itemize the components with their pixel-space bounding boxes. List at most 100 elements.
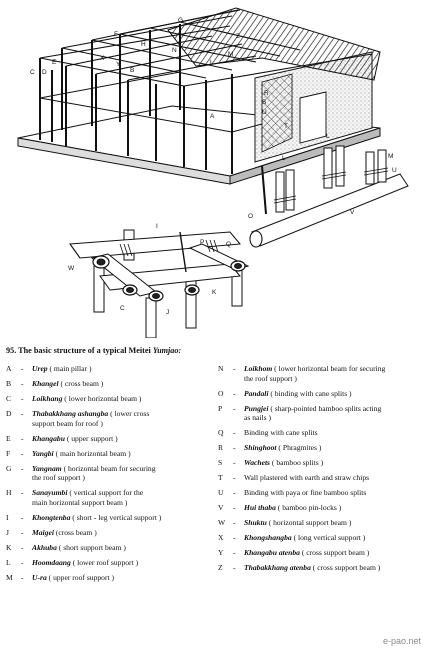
label-k: K — [212, 289, 217, 296]
legend-key: W — [218, 518, 226, 528]
legend-term: Hoomdaang — [32, 557, 71, 567]
legend-dash: - — [21, 488, 24, 498]
legend-dash: - — [21, 542, 24, 552]
legend-key: Y — [218, 548, 224, 558]
legend-text: Pungjei ( sharp-pointed bamboo splits ac… — [244, 403, 382, 413]
legend-text: Khangabu atenba ( cross support beam ) — [244, 548, 370, 558]
label-n: N — [172, 47, 177, 54]
legend-dash: - — [233, 388, 236, 398]
legend-text: Yangbi ( main horizontal beam ) — [32, 448, 131, 458]
legend-text: Binding with paya or fine bamboo splits — [244, 488, 367, 498]
legend-dash: - — [233, 364, 236, 373]
legend-term: U-ra — [32, 572, 47, 582]
legend-dash: - — [233, 518, 236, 528]
label-u-roof: U — [392, 167, 397, 174]
label-x: X — [100, 55, 105, 62]
roof-joint-detail — [249, 145, 409, 248]
legend-key: Q — [218, 428, 224, 438]
legend-text: Sanayumbi ( vertical support for the — [32, 488, 144, 498]
legend-text: Wachets ( bamboo splits ) — [244, 458, 324, 468]
label-s: S — [262, 99, 267, 106]
legend-key: T — [218, 473, 223, 483]
door-opening — [299, 91, 327, 144]
joint-detail — [69, 229, 250, 338]
legend-term: Urep — [32, 364, 48, 373]
legend-dash: - — [21, 394, 24, 403]
legend-key: G — [6, 463, 12, 473]
legend-text: Yangnam ( horizontal beam for securing — [32, 463, 156, 473]
legend-text: Thabakkhang atenba ( cross support beam … — [244, 563, 381, 573]
joint-labels: I P Q W C J K — [68, 223, 231, 316]
label-j: J — [166, 309, 169, 316]
legend-text: the roof support ) — [244, 373, 297, 383]
roof-joint-labels: L L M U O V — [248, 133, 397, 220]
legend-dash: - — [21, 527, 24, 537]
label-m: M — [228, 51, 233, 58]
legend-text: Pandali ( binding with cane splits ) — [244, 388, 352, 398]
legend-key: B — [6, 379, 12, 388]
legend-text: Maigei (cross beam ) — [32, 527, 97, 537]
label-b: B — [130, 67, 134, 74]
legend-dash: - — [233, 563, 236, 573]
legend-key: U — [218, 488, 224, 498]
label-g: G — [178, 17, 183, 24]
legend-key: D — [6, 409, 12, 418]
legend-dash: - — [233, 548, 236, 558]
legend-text: Binding with cane splits — [244, 428, 318, 438]
legend-term: Loikhom — [244, 364, 273, 373]
legend-key: A — [6, 364, 12, 373]
legend-text: Hui thaba ( bamboo pin-locks ) — [244, 503, 342, 513]
legend-text: Khangabu ( upper support ) — [32, 433, 118, 443]
label-q: Q — [226, 241, 231, 248]
caption-number: 95. — [6, 346, 17, 355]
legend-dash: - — [233, 488, 236, 498]
legend-key: H — [6, 488, 12, 498]
legend-term: Khangel — [32, 379, 59, 388]
legend-term: Yangbi — [32, 448, 54, 458]
legend-key: R — [218, 443, 224, 453]
figure-caption: 95. The basic structure of a typical Mei… — [6, 346, 416, 355]
legend-term: Sanayumbi — [32, 488, 68, 498]
caption-text: The basic structure of a typical Meitei — [18, 346, 151, 355]
legend-dash: - — [233, 458, 236, 468]
legend-text: Shinghoot ( Phragmites ) — [244, 443, 322, 453]
legend-dash: - — [233, 503, 236, 513]
legend-term: Khangabu atenba — [244, 548, 300, 558]
legend-dash: - — [21, 557, 24, 567]
legend-text: U-ra ( upper roof support ) — [32, 572, 115, 582]
label-d: D — [42, 69, 47, 76]
label-u: U — [262, 109, 267, 116]
legend-text: Akhuba ( short support beam ) — [32, 542, 126, 552]
legend-key: J — [6, 527, 9, 537]
label-c-detail: C — [120, 305, 125, 312]
legend-dash: - — [21, 379, 24, 388]
legend-key: X — [218, 533, 224, 543]
legend-dash: - — [21, 364, 24, 373]
wattle-lattice — [261, 73, 293, 153]
legend-term: Pungjei — [244, 403, 269, 413]
label-w: W — [68, 265, 75, 272]
legend-term: Khangabu — [32, 433, 65, 443]
legend-dash: - — [233, 403, 236, 413]
legend-term: Loikhang — [32, 394, 63, 403]
legend-text: Loikhom ( lower horizontal beam for secu… — [244, 364, 386, 373]
label-h: H — [141, 41, 146, 48]
label-l: L — [210, 59, 214, 66]
legend-text: Khangel ( cross beam ) — [32, 379, 104, 388]
label-r: R — [264, 90, 269, 97]
label-v: V — [350, 209, 355, 216]
label-e: E — [52, 59, 57, 66]
legend-term: Pandali — [244, 388, 269, 398]
legend-key: N — [218, 364, 224, 373]
legend-term: Thabakkhang ashangba — [32, 409, 109, 418]
label-p: P — [200, 239, 204, 246]
legend-dash: - — [21, 433, 24, 443]
label-m-roof: M — [388, 153, 393, 160]
legend-key: K — [6, 542, 12, 552]
legend-key: Z — [218, 563, 223, 573]
legend-dash: - — [21, 512, 24, 522]
legend-text: as nails ) — [244, 413, 271, 423]
legend-text: Khongshangba ( long vertical support ) — [244, 533, 366, 543]
legend-text: Loikhang ( lower horizontal beam ) — [32, 394, 142, 403]
legend-key: F — [6, 448, 11, 458]
